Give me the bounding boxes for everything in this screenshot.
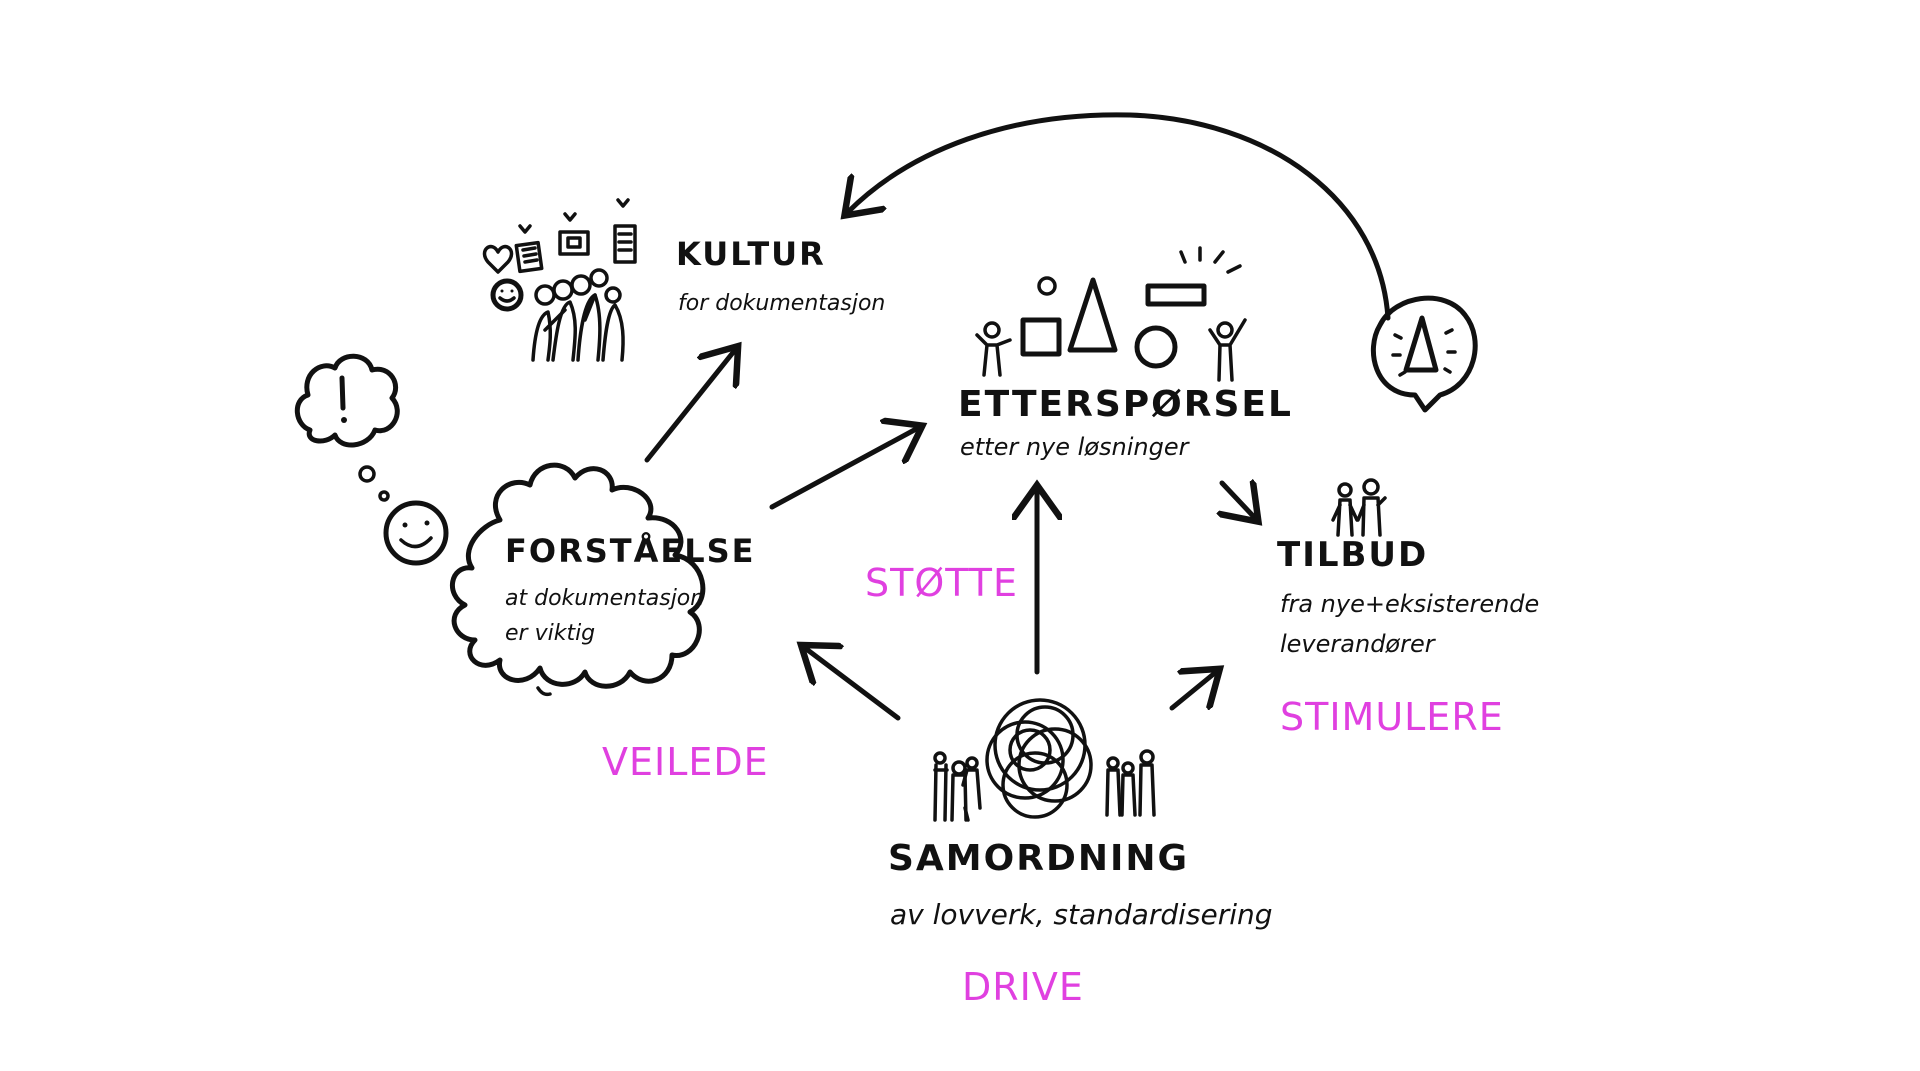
etterspoersel-subtitle: etter nye løsninger: [960, 433, 1191, 461]
arrow-samordning-to-tilbud: [1169, 672, 1216, 711]
kultur-title: KULTUR: [676, 235, 826, 273]
samordning-subtitle: av lovverk, standardisering: [890, 898, 1273, 931]
people-icon: [1331, 478, 1387, 537]
arrow-etterspoersel-to-tilbud: [1222, 483, 1255, 518]
forstaaelse-title: FORSTÅELSE: [505, 532, 756, 570]
overlapping-circles-icon: [985, 698, 1093, 819]
arrow-tilbud-to-kultur: [848, 112, 1391, 321]
people-group-right-icon: [1105, 749, 1156, 817]
label-stotte: STØTTE: [865, 561, 1018, 605]
samordning-node: SAMORDNING av lovverk, standardisering: [888, 698, 1273, 931]
tilbud-node: TILBUD fra nye+eksisterende leverandører: [1277, 295, 1539, 658]
label-veilede: VEILEDE: [602, 740, 769, 784]
shapes-icon: [975, 246, 1247, 382]
forstaaelse-node: FORSTÅELSE at dokumentasjon er viktig: [449, 462, 756, 697]
cloud-shape: [449, 462, 706, 689]
tilbud-subtitle-line2: leverandører: [1280, 630, 1437, 658]
arrow-forstaaelse-to-kultur: [644, 350, 735, 463]
label-drive: DRIVE: [962, 965, 1084, 1009]
forstaaelse-subtitle-line2: er viktig: [505, 621, 595, 646]
crowd-icon: [482, 198, 637, 362]
speech-bubble-triangle-icon: [1370, 295, 1478, 413]
action-labels: STØTTE VEILEDE STIMULERE DRIVE: [602, 561, 1504, 1009]
samordning-title: SAMORDNING: [888, 838, 1189, 879]
etterspoersel-title: ETTERSPØRSEL: [958, 384, 1293, 425]
tilbud-title: TILBUD: [1277, 535, 1428, 575]
forstaaelse-subtitle-line1: at dokumentasjon: [505, 586, 704, 611]
smiley-icon: [383, 500, 449, 566]
arrows: [644, 112, 1391, 721]
arrow-forstaaelse-to-etterspoersel: [769, 428, 918, 510]
thought-bubble-exclamation-icon: [294, 353, 400, 502]
people-group-left-icon: [933, 751, 982, 822]
tilbud-subtitle-line1: fra nye+eksisterende: [1280, 590, 1539, 618]
kultur-subtitle: for dokumentasjon: [678, 291, 885, 316]
etterspoersel-node: ETTERSPØRSEL etter nye løsninger: [958, 246, 1293, 461]
arrow-samordning-to-forstaaelse: [805, 648, 901, 721]
kultur-node: KULTUR for dokumentasjon: [482, 198, 885, 362]
label-stimulere: STIMULERE: [1280, 695, 1504, 739]
